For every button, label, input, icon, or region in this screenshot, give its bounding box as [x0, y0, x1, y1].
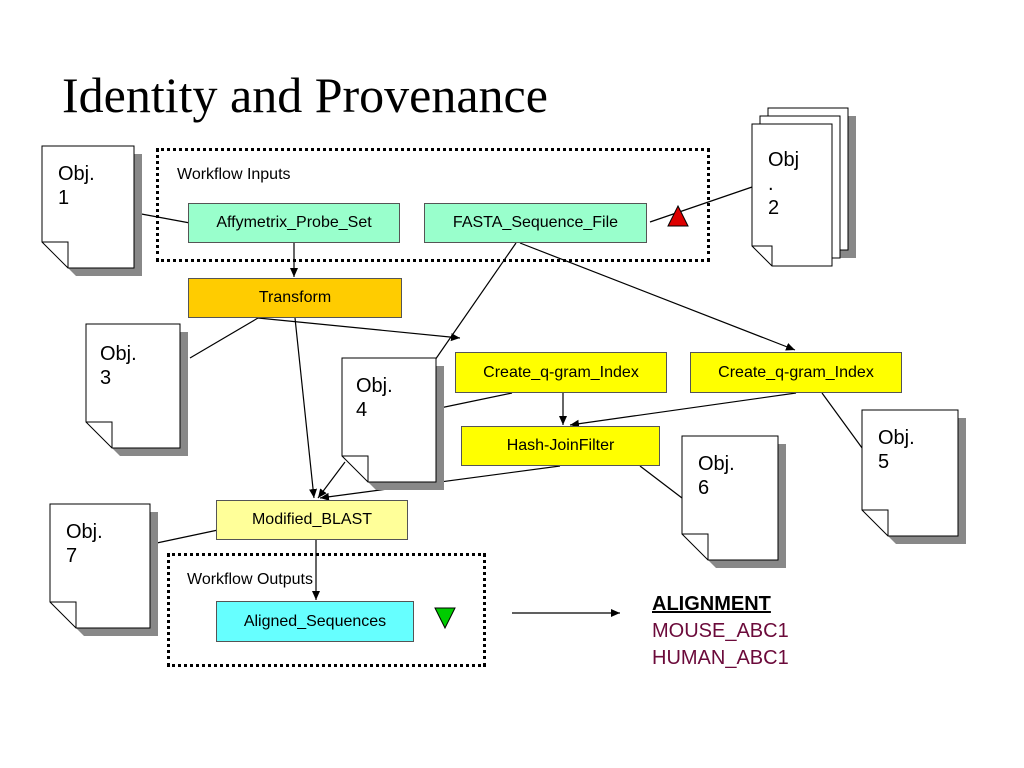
workflow-inputs-label: Workflow Inputs: [177, 166, 291, 183]
link-obj1-affymetrix: [135, 212, 191, 224]
link-obj2-fasta: [649, 185, 756, 223]
document-icon: [341, 357, 444, 490]
node-affymetrix-probe-set[interactable]: Affymetrix_Probe_Set: [188, 203, 400, 243]
object-doc-3[interactable]: Obj. 3: [85, 323, 190, 458]
object-doc-7[interactable]: Obj. 7: [49, 503, 160, 638]
workflow-outputs-label: Workflow Outputs: [187, 571, 313, 588]
document-icon: [41, 145, 142, 276]
edge-obj4-blast: [317, 461, 346, 499]
object-doc-6[interactable]: Obj. 6: [681, 435, 788, 570]
object-doc-1[interactable]: Obj. 1: [41, 145, 144, 278]
object-doc-4[interactable]: Obj. 4: [341, 357, 446, 492]
document-icon: [85, 323, 188, 456]
link-obj5-qgram2: [821, 392, 866, 453]
node-fasta-sequence-file[interactable]: FASTA_Sequence_File: [424, 203, 647, 243]
object-doc-6-label: Obj. 6: [698, 453, 735, 499]
alignment-header: ALIGNMENT: [652, 593, 771, 615]
alignment-row-human: HUMAN_ABC1: [652, 647, 789, 669]
object-doc-3-label: Obj. 3: [100, 343, 137, 389]
workflow-outputs-box: [167, 553, 486, 667]
link-obj4-qgram1: [439, 392, 513, 409]
document-stack-icon: [751, 107, 856, 267]
edge-transform-qgram1: [257, 317, 461, 342]
workflow-inputs-box: [156, 148, 710, 262]
object-doc-2[interactable]: Obj . 2: [751, 107, 858, 267]
alignment-row-mouse: MOUSE_ABC1: [652, 620, 789, 642]
node-create-q-gram-index-2[interactable]: Create_q-gram_Index: [690, 352, 902, 393]
slide-title: Identity and Provenance: [62, 67, 548, 123]
link-obj6-hashjoin: [639, 465, 683, 499]
node-hash-join-filter[interactable]: Hash-JoinFilter: [461, 426, 660, 466]
link-obj4-fasta: [434, 242, 517, 361]
node-create-q-gram-index-1[interactable]: Create_q-gram_Index: [455, 352, 667, 393]
object-doc-5-label: Obj. 5: [878, 427, 915, 473]
red-triangle-icon: [667, 204, 689, 227]
edge-transform-blast: [294, 317, 318, 499]
object-doc-7-label: Obj. 7: [66, 521, 103, 567]
object-doc-2-label: Obj . 2: [768, 149, 800, 219]
document-icon: [681, 435, 786, 568]
object-doc-4-label: Obj. 4: [356, 375, 393, 421]
link-obj7-blast: [151, 529, 219, 545]
link-obj3-transform: [189, 317, 259, 359]
document-icon: [49, 503, 158, 636]
object-doc-1-label: Obj. 1: [58, 163, 95, 209]
node-transform[interactable]: Transform: [188, 278, 402, 318]
node-modified-blast[interactable]: Modified_BLAST: [216, 500, 408, 540]
edge-qgram2-hashjoin: [569, 392, 797, 428]
document-icon: [861, 409, 966, 544]
green-triangle-icon: [434, 607, 456, 630]
alignment-result: ALIGNMENT MOUSE_ABC1 HUMAN_ABC1: [652, 591, 789, 672]
node-aligned-sequences[interactable]: Aligned_Sequences: [216, 601, 414, 642]
object-doc-5[interactable]: Obj. 5: [861, 409, 968, 546]
